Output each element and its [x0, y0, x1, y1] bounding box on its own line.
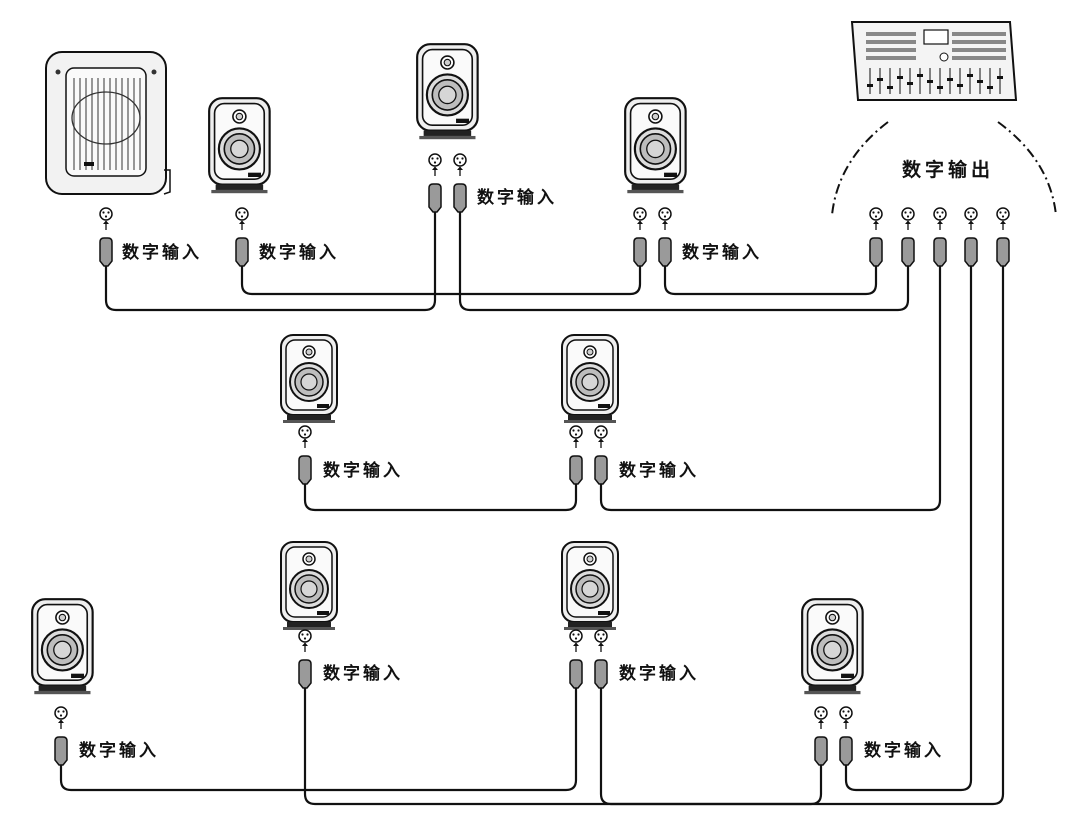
- digital-input-label-front-left: 数字输入: [259, 243, 339, 263]
- speaker-rear-right: [801, 598, 864, 696]
- speaker-center: [416, 43, 479, 141]
- speaker-rear-center-right: [561, 541, 619, 631]
- speaker-rear-left: [31, 598, 94, 696]
- digital-input-label-center: 数字输入: [477, 188, 557, 208]
- digital-input-label-mid-left: 数字输入: [323, 461, 403, 481]
- digital-input-label-mid-right: 数字输入: [619, 461, 699, 481]
- cables: [59, 212, 1005, 806]
- digital-input-label-rear-center-right: 数字输入: [619, 664, 699, 684]
- digital-input-label-rear-left: 数字输入: [79, 741, 159, 761]
- mixing-console: [850, 21, 1018, 101]
- digital-input-label-subwoofer: 数字输入: [122, 243, 202, 263]
- digital-input-label-rear-right: 数字输入: [864, 741, 944, 761]
- digital-input-label-rear-center-left: 数字输入: [323, 664, 403, 684]
- speaker-front-left: [208, 97, 271, 195]
- speaker-mid-left: [280, 334, 338, 424]
- digital-output-label: 数字输出: [902, 159, 995, 181]
- subwoofer: [45, 51, 171, 195]
- speaker-rear-center-left: [280, 541, 338, 631]
- output-jacks: [869, 207, 1010, 267]
- speaker-front-right: [624, 97, 687, 195]
- digital-input-label-front-right: 数字输入: [682, 243, 762, 263]
- speaker-mid-right: [561, 334, 619, 424]
- output-bracket: [831, 121, 1057, 216]
